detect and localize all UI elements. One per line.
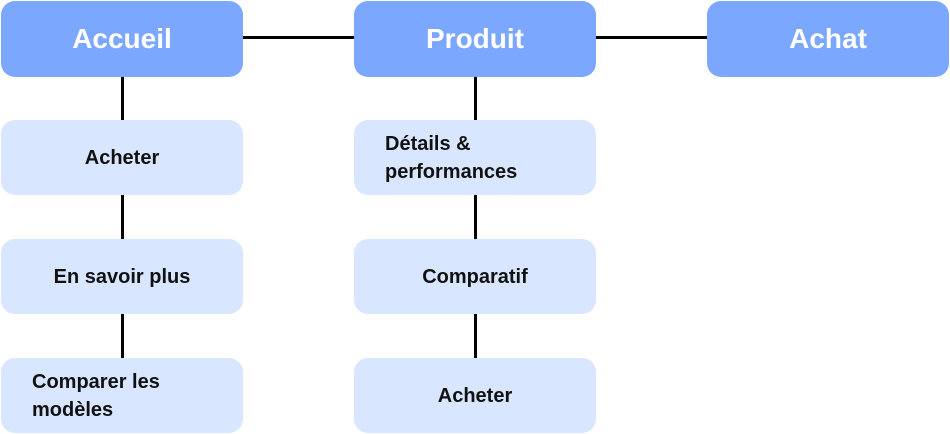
connector-acheter-en-savoir-plus [121,195,124,239]
node-accueil: Accueil [1,1,243,77]
node-details-performances-label: Détails & performances [385,132,518,183]
connector-accueil-acheter [121,77,124,120]
connector-produit-achat [596,36,707,39]
node-en-savoir-plus: En savoir plus [1,239,243,314]
connector-produit-details [474,77,477,120]
node-accueil-acheter-label: Acheter [84,146,160,169]
connector-details-comparatif [474,195,477,239]
node-achat-label: Achat [789,23,867,54]
node-achat: Achat [707,1,949,77]
connector-en-savoir-plus-comparer [121,314,124,358]
node-comparatif: Comparatif [354,239,596,314]
node-accueil-acheter: Acheter [1,120,243,195]
node-produit-acheter-label: Acheter [437,384,513,407]
node-accueil-label: Accueil [72,23,172,54]
node-produit: Produit [354,1,596,77]
node-comparer-les-modeles-label: Comparer les modèles [32,370,160,421]
node-comparer-les-modeles: Comparer les modèles [1,358,243,433]
node-produit-acheter: Acheter [354,358,596,433]
node-comparatif-label: Comparatif [422,265,528,288]
connector-comparatif-acheter [474,314,477,358]
node-en-savoir-plus-label: En savoir plus [53,265,191,288]
node-details-performances: Détails & performances [354,120,596,195]
connector-accueil-produit [243,36,354,39]
node-produit-label: Produit [426,23,524,54]
